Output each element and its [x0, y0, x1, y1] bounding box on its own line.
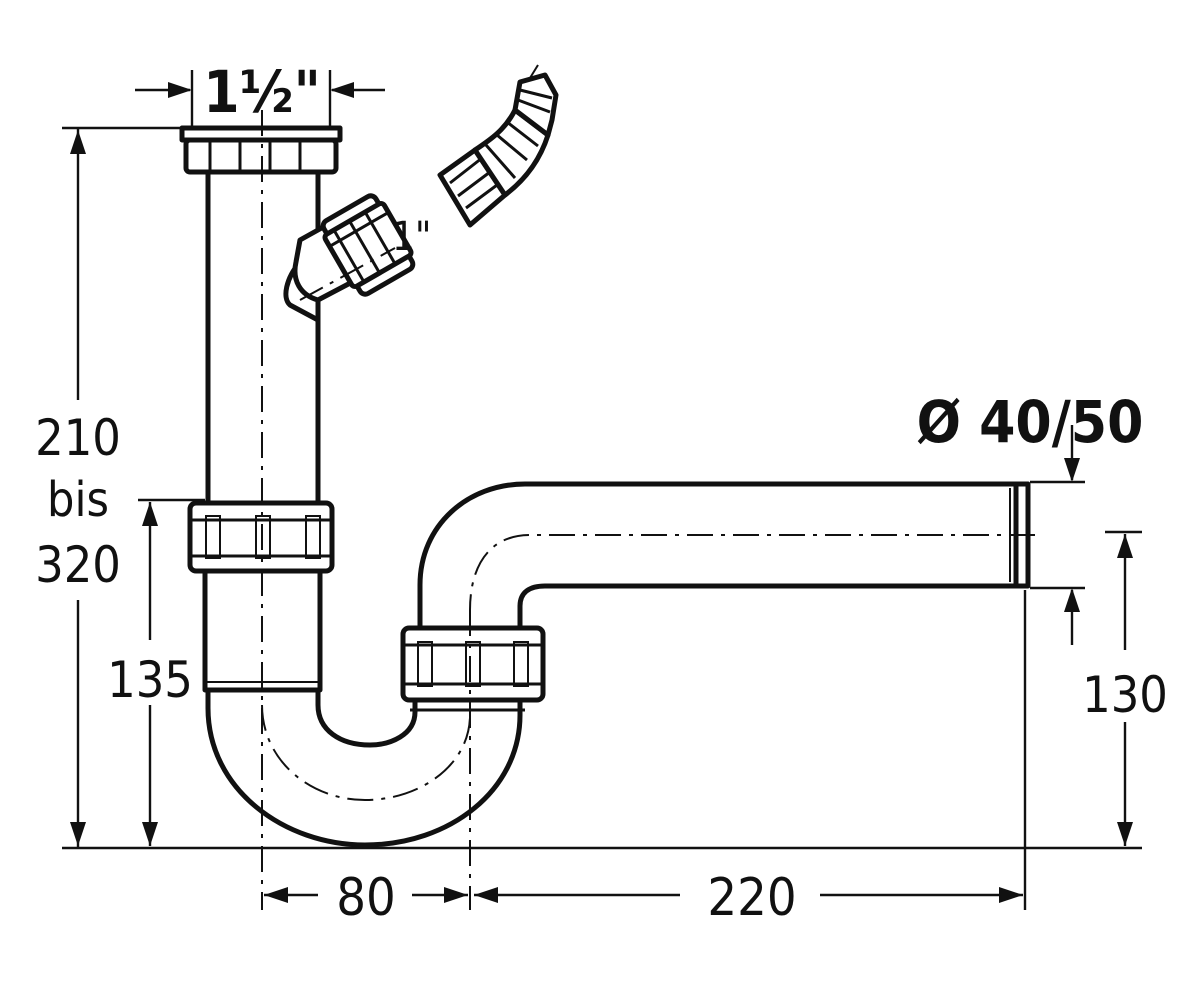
lower-height-dimension — [138, 498, 205, 846]
outlet-diameter-dimension — [1030, 425, 1085, 645]
outlet-length-label: 220 — [707, 868, 796, 928]
total-height-label-top: 210 — [35, 409, 121, 467]
inlet-size-label: 1½" — [203, 58, 321, 126]
total-height-dimension — [62, 126, 190, 848]
lower-height-label: 135 — [107, 651, 193, 709]
centre-lines — [261, 110, 1035, 910]
side-inlet-size-label: 1" — [392, 214, 431, 260]
total-height-label-bottom: 320 — [35, 536, 121, 594]
side-inlet-nut — [320, 193, 416, 297]
trap-bend — [205, 685, 523, 848]
outlet-height-dimension — [1105, 530, 1142, 846]
total-height-label-mid: bis — [47, 472, 109, 528]
outlet-length-dimension — [474, 590, 1027, 910]
inlet-width-dimension — [135, 70, 385, 128]
outlet-pipe — [417, 481, 1031, 635]
outlet-height-label: 130 — [1082, 666, 1168, 724]
outlet-union-nut — [400, 625, 546, 712]
outlet-diameter-label: Ø 40/50 — [917, 388, 1144, 456]
hose-connector — [437, 64, 559, 228]
trap-width-dimension — [264, 887, 468, 903]
trap-width-label: 80 — [336, 868, 396, 928]
